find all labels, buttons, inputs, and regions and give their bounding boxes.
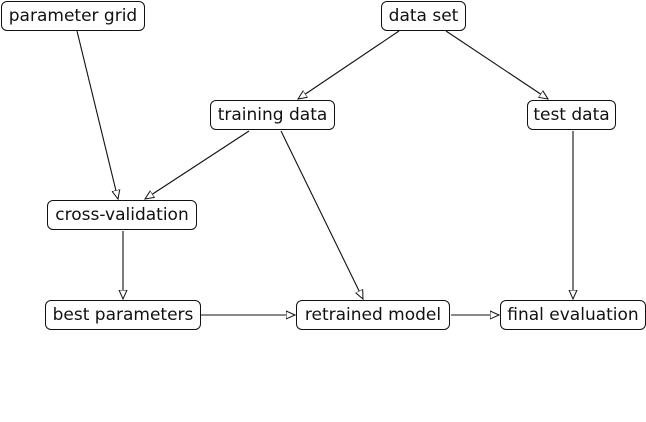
node-final-evaluation: final evaluation <box>500 300 646 330</box>
node-retrained-model: retrained model <box>296 300 450 330</box>
node-data-set: data set <box>381 1 466 31</box>
edge-dataset-to-test <box>445 30 548 99</box>
node-test-data: test data <box>527 100 616 130</box>
node-cross-validation: cross-validation <box>47 200 197 230</box>
edge-training-to-retrained <box>280 130 363 299</box>
edge-paramgrid-to-cv <box>76 30 118 199</box>
node-best-parameters: best parameters <box>45 300 201 330</box>
edge-training-to-cv <box>145 130 250 199</box>
edge-dataset-to-training <box>298 30 400 99</box>
node-training-data: training data <box>210 100 335 130</box>
node-parameter-grid: parameter grid <box>1 1 145 31</box>
